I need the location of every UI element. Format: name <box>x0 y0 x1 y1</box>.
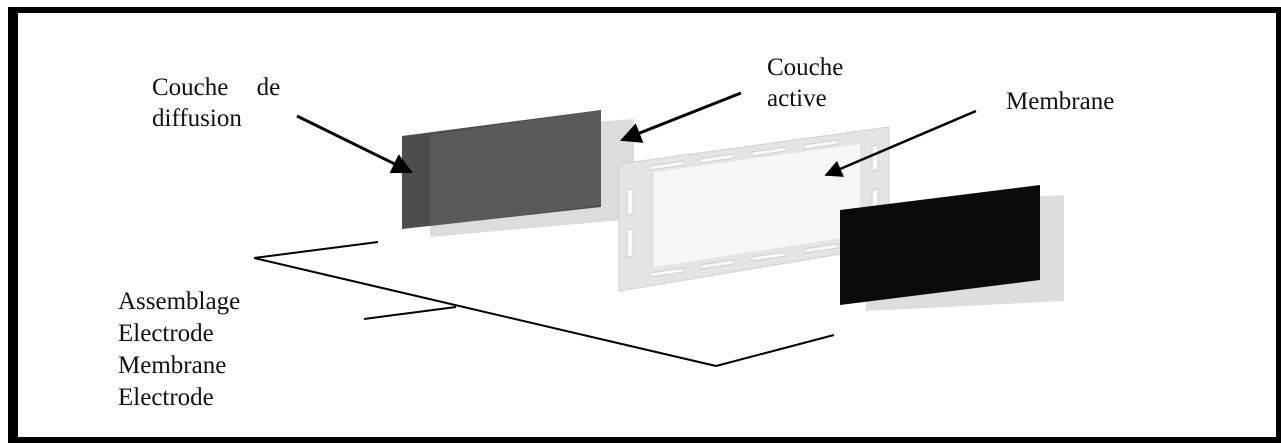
label-membrane: Membrane <box>1006 88 1115 115</box>
label-mea-line-1: Assemblage <box>118 288 241 315</box>
membrane-sheet <box>618 126 890 292</box>
label-diffusion-layer-line-1: Couche de <box>152 74 281 101</box>
figure-border <box>8 7 1281 443</box>
label-diffusion-layer: Couche de diffusion <box>152 72 280 134</box>
assembly-bracket <box>253 241 835 367</box>
arrow-diffusion <box>296 114 413 174</box>
arrow-active <box>620 91 742 143</box>
membrane-frame-slots <box>626 139 879 278</box>
right-diffusion-layer <box>840 185 1040 305</box>
label-mea-line-4: Electrode <box>118 384 214 411</box>
label-active-layer: Couche active <box>767 52 843 114</box>
label-mea-line-2: Electrode <box>118 320 214 347</box>
membrane-active-area <box>654 144 860 267</box>
label-active-layer-line-1: Couche <box>767 54 844 81</box>
arrow-membrane <box>824 109 977 177</box>
label-diffusion-layer-line-2: diffusion <box>152 105 242 132</box>
label-active-layer-line-2: active <box>767 85 827 112</box>
label-mea-assembly: Assemblage Electrode Membrane Electrode <box>118 286 240 414</box>
diffusion-layer-face <box>430 110 601 226</box>
label-mea-line-3: Membrane <box>118 352 227 379</box>
